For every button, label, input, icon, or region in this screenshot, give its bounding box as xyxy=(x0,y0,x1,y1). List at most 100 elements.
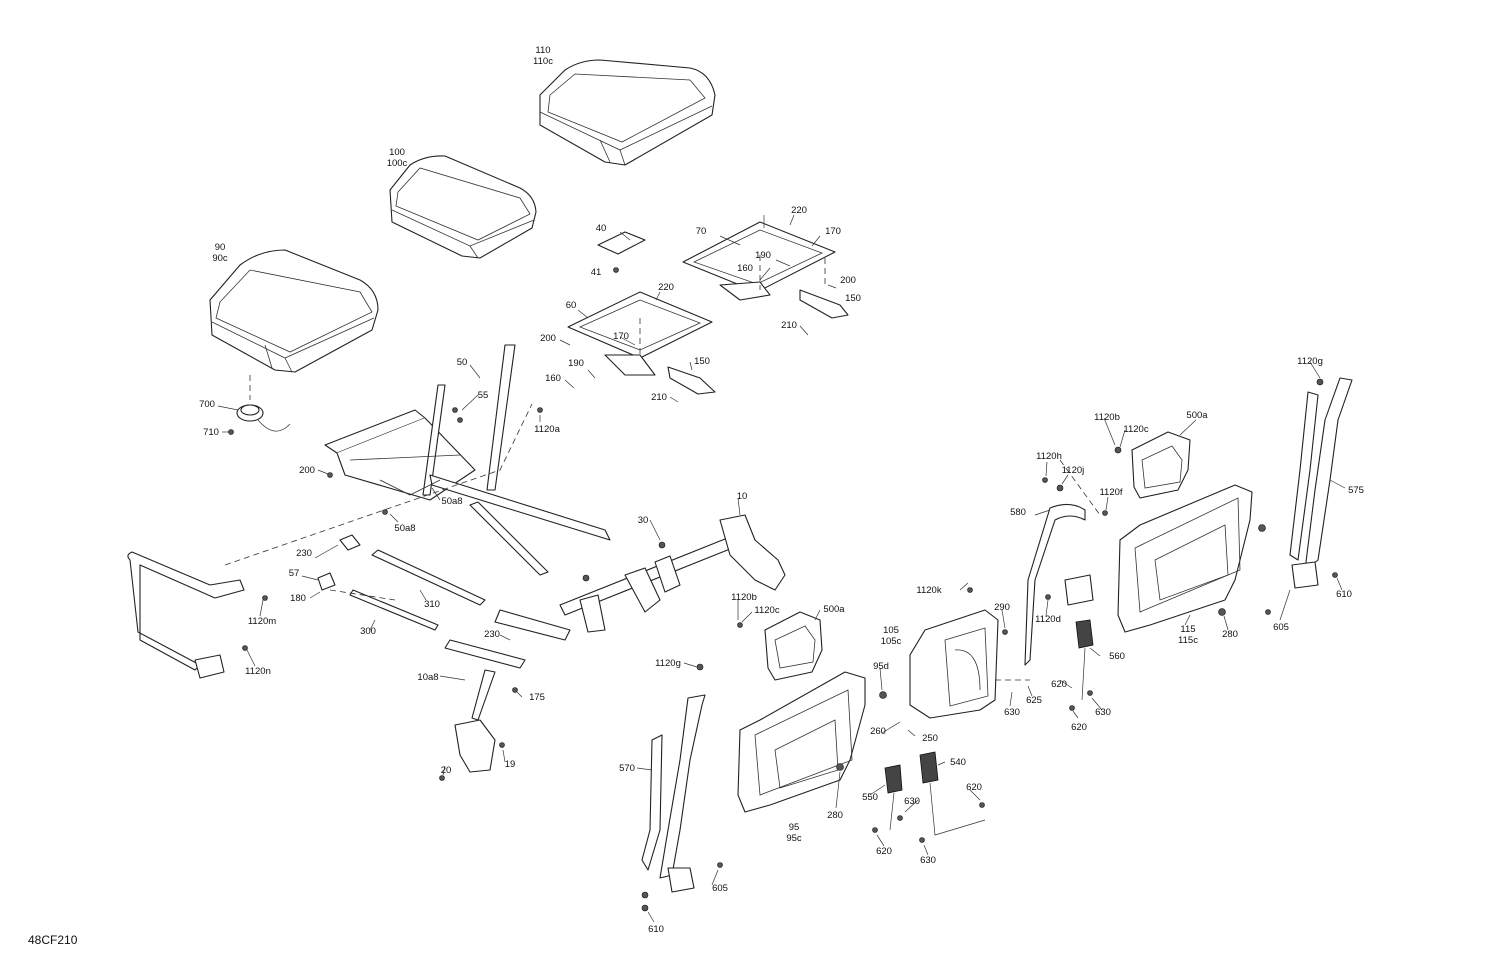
callout-290: 290 xyxy=(994,602,1010,613)
callout-280: 280 xyxy=(1222,629,1238,640)
callout-1120j: 1120j xyxy=(1062,465,1085,476)
callout-150: 150 xyxy=(845,293,861,304)
callout-1120b: 1120b xyxy=(731,592,757,603)
callout-220: 220 xyxy=(791,205,807,216)
callout-620: 620 xyxy=(966,782,982,793)
callout-1120g: 1120g xyxy=(655,658,681,669)
callout-620: 620 xyxy=(1051,679,1067,690)
callout-1120c: 1120c xyxy=(1123,424,1148,435)
callout-200: 200 xyxy=(299,465,315,476)
callout-560: 560 xyxy=(1109,651,1125,662)
seat-belt-575 xyxy=(1289,377,1353,589)
buckle-540 xyxy=(919,751,986,836)
callout-1120g: 1120g xyxy=(1297,356,1323,367)
callout-260: 260 xyxy=(870,726,886,737)
callout-170: 170 xyxy=(825,226,841,237)
callout-10: 10 xyxy=(737,491,748,502)
callout-580: 580 xyxy=(1010,507,1026,518)
seat-back-115 xyxy=(1117,484,1253,633)
callout-200: 200 xyxy=(540,333,556,344)
callout-150: 150 xyxy=(694,356,710,367)
cross-shaft-10 xyxy=(494,514,786,641)
callout-70: 70 xyxy=(696,226,707,237)
buckle-560 xyxy=(1075,619,1094,701)
callout-630: 630 xyxy=(1095,707,1111,718)
callout-1120f: 1120f xyxy=(1099,487,1122,498)
callout-40: 40 xyxy=(596,223,607,234)
callout-710: 710 xyxy=(203,427,219,438)
seat-back-95 xyxy=(737,671,866,813)
callout-160: 160 xyxy=(545,373,561,384)
callout-19: 19 xyxy=(505,759,516,770)
callout-20: 20 xyxy=(441,765,452,776)
callout-610: 610 xyxy=(648,924,664,935)
grab-handle xyxy=(127,551,245,679)
fasteners xyxy=(242,378,1338,912)
seat-belt-570 xyxy=(641,694,706,893)
callout-1120h: 1120h xyxy=(1036,451,1062,462)
callout-210: 210 xyxy=(781,320,797,331)
callout-41: 41 xyxy=(591,267,602,278)
callout-190: 190 xyxy=(755,250,771,261)
callout-620: 620 xyxy=(1071,722,1087,733)
callout-200: 200 xyxy=(840,275,856,286)
seat-cushion-110 xyxy=(539,59,716,166)
callout-230: 230 xyxy=(484,629,500,640)
callout-50a8: 50a8 xyxy=(441,496,462,507)
callout-50a8: 50a8 xyxy=(394,523,415,534)
figure-code: 48CF210 xyxy=(28,933,78,947)
seat-frame-70 xyxy=(682,215,849,319)
main-frame-50 xyxy=(324,344,611,576)
callout-95d: 95d xyxy=(873,661,889,672)
callout-10a8: 10a8 xyxy=(417,672,438,683)
lower-bracket-10a8 xyxy=(444,639,526,773)
callout-630: 630 xyxy=(904,796,920,807)
callout-1120b: 1120b xyxy=(1094,412,1120,423)
callout-leader-lines xyxy=(217,214,1346,923)
callout-180: 180 xyxy=(290,593,306,604)
callout-620: 620 xyxy=(876,846,892,857)
seat-belt-580 xyxy=(1024,503,1094,666)
callout-1120d: 1120d xyxy=(1035,614,1061,625)
callout-605: 605 xyxy=(712,883,728,894)
callout-500a: 500a xyxy=(1186,410,1208,421)
buckle-550 xyxy=(884,764,903,831)
callout-190: 190 xyxy=(568,358,584,369)
callout-250: 250 xyxy=(922,733,938,744)
callout-300: 300 xyxy=(360,626,376,637)
callout-1120n: 1120n xyxy=(245,666,271,677)
callout-57: 57 xyxy=(289,568,300,579)
callout-50: 50 xyxy=(457,357,468,368)
callout-625: 625 xyxy=(1026,695,1042,706)
cover-plate-40 xyxy=(597,231,646,273)
callout-1120m: 1120m xyxy=(248,616,276,627)
callout-630: 630 xyxy=(1004,707,1020,718)
callout-610: 610 xyxy=(1336,589,1352,600)
callout-220: 220 xyxy=(658,282,674,293)
callout-540: 540 xyxy=(950,757,966,768)
seat-cushion-90 xyxy=(209,249,379,373)
headrest-500a-right xyxy=(1131,431,1191,499)
callout-1120a: 1120a xyxy=(534,424,560,435)
callout-575: 575 xyxy=(1348,485,1364,496)
callout-500a: 500a xyxy=(823,604,845,615)
callout-630: 630 xyxy=(920,855,936,866)
callout-1120c: 1120c xyxy=(754,605,779,616)
callout-30: 30 xyxy=(638,515,649,526)
seat-cushion-100 xyxy=(389,155,537,259)
seat-frame-60 xyxy=(567,291,716,395)
callout-170: 170 xyxy=(613,331,629,342)
callout-230: 230 xyxy=(296,548,312,559)
callout-210: 210 xyxy=(651,392,667,403)
callout-60: 60 xyxy=(566,300,577,311)
callout-175: 175 xyxy=(529,692,545,703)
headrest-500a-left xyxy=(764,611,823,681)
